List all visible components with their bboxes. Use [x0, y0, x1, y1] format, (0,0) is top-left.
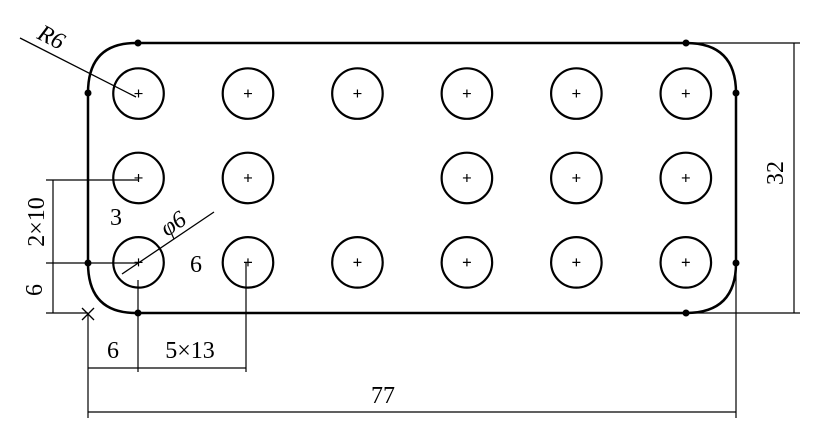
- hole-circle: [112, 67, 165, 120]
- hole-center-mark: [572, 89, 581, 98]
- hole: [112, 67, 165, 120]
- hole-circle: [659, 151, 713, 205]
- hole: [549, 67, 603, 120]
- diameter-label: φ6: [156, 206, 191, 242]
- hole: [659, 67, 713, 120]
- hole-center-mark: [681, 173, 690, 182]
- hole: [331, 67, 384, 120]
- hole-circle: [331, 235, 384, 289]
- offset-x-label: 6: [107, 338, 119, 364]
- radius-dimension: R6: [19, 20, 137, 98]
- hole: [549, 235, 603, 289]
- hole-center-mark: [462, 258, 471, 267]
- hole-circle: [221, 235, 275, 289]
- hole: [549, 151, 603, 205]
- vertical-dimensions-left: [46, 179, 138, 314]
- hole: [331, 235, 384, 289]
- hole-center-mark: [353, 258, 362, 267]
- hole-circle: [440, 235, 494, 289]
- hole-center-mark: [134, 89, 143, 98]
- hole-center-mark: [462, 89, 471, 98]
- hole-circle: [549, 235, 603, 289]
- hole-circle: [221, 151, 275, 205]
- horizontal-dimensions: [87, 263, 737, 418]
- hole-circle: [331, 67, 384, 120]
- hole: [112, 151, 165, 205]
- tangent-points: [84, 39, 740, 317]
- spacing-y-label: 2×10: [24, 197, 50, 247]
- hole-center-mark: [353, 89, 362, 98]
- hole-center-mark: [572, 258, 581, 267]
- tangent-point: [732, 89, 740, 97]
- hole: [440, 67, 494, 120]
- offset-y-label: 6: [22, 284, 48, 296]
- radius-label: R6: [32, 20, 68, 56]
- hole-grid: [112, 67, 713, 289]
- hole-circle: [440, 151, 494, 205]
- hole-center-mark: [243, 258, 252, 267]
- width-label: 77: [371, 383, 395, 409]
- hole-center-mark: [243, 173, 252, 182]
- hole-center-mark: [681, 258, 690, 267]
- spacing-x-label: 5×13: [165, 338, 215, 364]
- hole-center-mark: [243, 89, 252, 98]
- hole-circle: [549, 151, 603, 205]
- hole-center-mark: [681, 89, 690, 98]
- hole-center-mark: [462, 173, 471, 182]
- hole: [221, 235, 275, 289]
- hole-circle: [112, 151, 165, 205]
- hole: [659, 151, 713, 205]
- hole-circle: [659, 235, 713, 289]
- hole: [440, 235, 494, 289]
- plate-outline: [86, 41, 738, 315]
- height-dimension: [686, 42, 800, 314]
- hole: [659, 235, 713, 289]
- hole-circle: [659, 67, 713, 120]
- hole-radius-label: 3: [110, 205, 122, 231]
- hole-circle: [221, 67, 275, 120]
- hole-circle: [440, 67, 494, 120]
- hole: [221, 151, 275, 205]
- tangent-point: [134, 39, 142, 47]
- hole: [221, 67, 275, 120]
- hole-center-mark: [572, 173, 581, 182]
- hole: [440, 151, 494, 205]
- hole-center-mark: [134, 173, 143, 182]
- tangent-point: [84, 89, 92, 97]
- hole-circle: [549, 67, 603, 120]
- height-label: 32: [763, 161, 789, 185]
- hole-radius-label: 6: [190, 252, 202, 278]
